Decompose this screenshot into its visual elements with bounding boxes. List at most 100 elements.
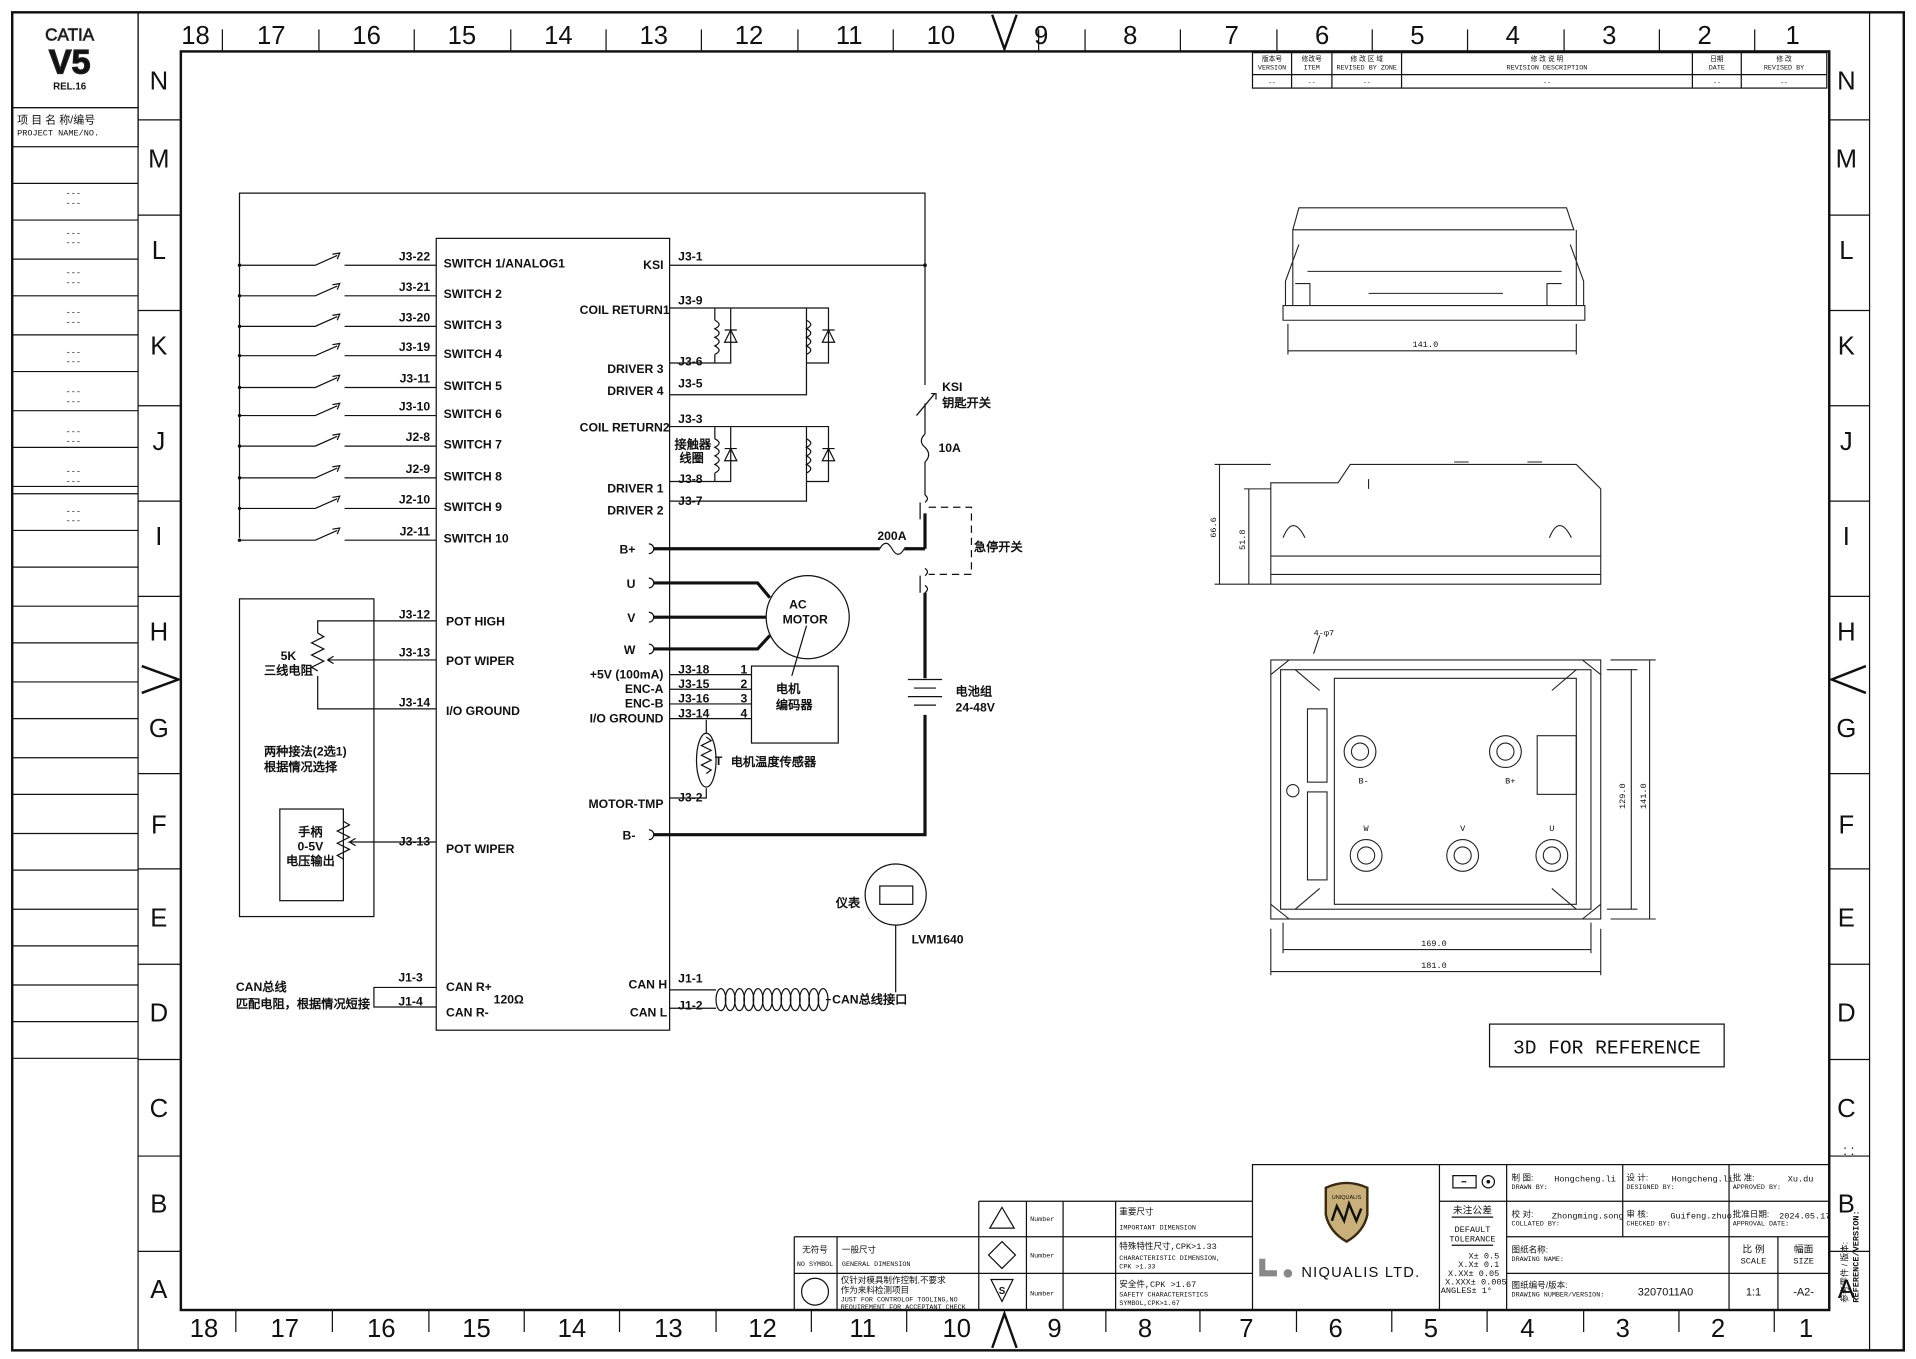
encoder-label: 编码器	[776, 697, 813, 712]
approved-by-label-en: APPROVED BY:	[1733, 1184, 1781, 1192]
zone-column-label: 14	[544, 22, 573, 50]
circle-desc-cn: 仅针对模具制作控制,不要求	[841, 1274, 946, 1285]
zone-row-label: J	[1840, 428, 1853, 456]
revision-header-cn: 修改号	[1302, 54, 1322, 63]
can-r-plus-pin: J1-3	[398, 970, 423, 984]
zone-row-label: D	[150, 1000, 169, 1028]
project-row-value: ---	[66, 268, 81, 278]
zone-row-label: H	[1837, 618, 1856, 646]
junction-dot	[237, 444, 242, 448]
revision-cell: --	[1308, 79, 1316, 87]
side-view: 66.6 51.8	[1209, 461, 1602, 585]
diode-icon	[723, 328, 738, 343]
zone-column-label: 12	[748, 1315, 777, 1343]
junction-dot	[237, 385, 242, 390]
zone-column-label: 10	[927, 22, 956, 50]
junction-dot	[237, 263, 242, 267]
throttle-box	[279, 808, 344, 902]
catia-release: REL.16	[53, 81, 87, 92]
zone-row-label: N	[150, 67, 169, 95]
designed-by-value: Hongcheng.li	[1672, 1175, 1734, 1185]
termination-resistor-label: 120Ω	[494, 992, 524, 1006]
general-dim-en: GENERAL DIMENSION	[842, 1261, 911, 1269]
zone-row-label: M	[1836, 146, 1857, 174]
no-symbol-en: NO SYMBOL	[797, 1261, 833, 1269]
zone-column-label: 15	[462, 1315, 491, 1343]
zone-column-label: 18	[181, 22, 210, 50]
temp-sensor-label: 电机温度传感器	[731, 754, 817, 769]
encoder-signal-label: ENC-A	[625, 682, 664, 696]
front-view: 141.0	[1282, 207, 1586, 355]
revision-cell: --	[1713, 79, 1721, 87]
motor-label: AC	[789, 598, 807, 612]
zone-row-label: H	[150, 618, 169, 646]
coil-return2-label: COIL RETURN2	[580, 420, 670, 434]
twist-loop	[817, 988, 829, 1012]
switch-icon	[239, 342, 437, 357]
switch-label: SWITCH 6	[444, 407, 503, 421]
zone-column-label: 9	[1047, 1315, 1061, 1343]
project-label-cn: 项 目 名 称/编号	[17, 113, 95, 127]
zone-frame	[137, 11, 1871, 1351]
approval-date-label-cn: 批准日期:	[1733, 1208, 1770, 1219]
switch-label: SWITCH 8	[444, 469, 503, 483]
safety-en: SYMBOL,CPK>1.67	[1119, 1300, 1179, 1308]
drawing-number-label-en: DRAWING NUMBER/VERSION:	[1512, 1292, 1605, 1300]
circle-desc-en: JUST FOR CONTROLOF TOOLING,NO	[841, 1296, 958, 1304]
pot-options-box	[238, 598, 375, 918]
dim-outer-width: 181.0	[1421, 961, 1447, 971]
reference-colon: : :	[1843, 1143, 1854, 1158]
number-label: Number	[1030, 1252, 1054, 1260]
zone-row-label: M	[148, 146, 169, 174]
fuse-10a-icon	[920, 433, 930, 463]
zone-column-label: 8	[1138, 1315, 1152, 1343]
zone-column-label: 13	[654, 1315, 683, 1343]
can-note: 匹配电阻，根据情况短接	[236, 996, 370, 1011]
zone-column-label: 2	[1711, 1315, 1725, 1343]
tolerance-value: ANGLES± 1°	[1441, 1286, 1492, 1296]
revision-header-cn: 日期	[1710, 55, 1724, 63]
drawing-number-label-cn: 图纸编号/版本:	[1512, 1279, 1568, 1290]
tolerance-cn: 未注公差	[1453, 1203, 1492, 1216]
encoder-pin: J3-16	[678, 692, 709, 706]
revision-header-en: DATE	[1709, 65, 1725, 73]
main-fuse-icon	[879, 542, 905, 555]
designed-by-label-en: DESIGNED BY:	[1626, 1184, 1674, 1192]
driver3-pin: J3-6	[678, 354, 703, 368]
circle-symbol-icon	[800, 1277, 830, 1306]
switch-icon	[239, 282, 437, 297]
zone-column-label: 11	[849, 1315, 876, 1343]
terminal-stud-icon	[1453, 846, 1472, 865]
encoder-pin-number: 1	[740, 662, 747, 676]
switch-icon	[239, 313, 437, 327]
scale-en: SCALE	[1741, 1257, 1767, 1267]
switch-common-wire	[238, 192, 926, 538]
switch-label: SWITCH 10	[444, 532, 509, 546]
revision-header-en: VERSION	[1258, 65, 1286, 73]
zone-row-label: B	[150, 1190, 167, 1218]
triangle-icon	[988, 1206, 1016, 1229]
switch-icon	[239, 495, 437, 510]
zone-row-label: G	[1836, 715, 1856, 743]
zone-column-label: 7	[1225, 22, 1239, 50]
pot-wiper2-label: POT WIPER	[446, 842, 515, 856]
safety-en: SAFETY CHARACTERISTICS	[1119, 1292, 1208, 1300]
zone-column-label: 1	[1799, 1315, 1813, 1343]
switch-pin: J3-11	[400, 372, 431, 386]
project-row-value: ---	[66, 308, 81, 318]
b-minus-label: B-	[623, 829, 636, 843]
zone-row-label: D	[1837, 1000, 1856, 1028]
centering-mark-left	[141, 664, 182, 695]
project-row-value: ---	[66, 397, 81, 407]
project-row-value: ---	[66, 427, 81, 437]
approval-date-value: 2024.05.17	[1779, 1211, 1830, 1221]
project-row-value: ---	[66, 198, 81, 208]
meter-model: LVM1640	[912, 932, 964, 946]
estop-label: 急停开关	[974, 539, 1024, 554]
revision-cell: --	[1543, 79, 1551, 87]
fuse-10a-label: 10A	[938, 441, 961, 455]
